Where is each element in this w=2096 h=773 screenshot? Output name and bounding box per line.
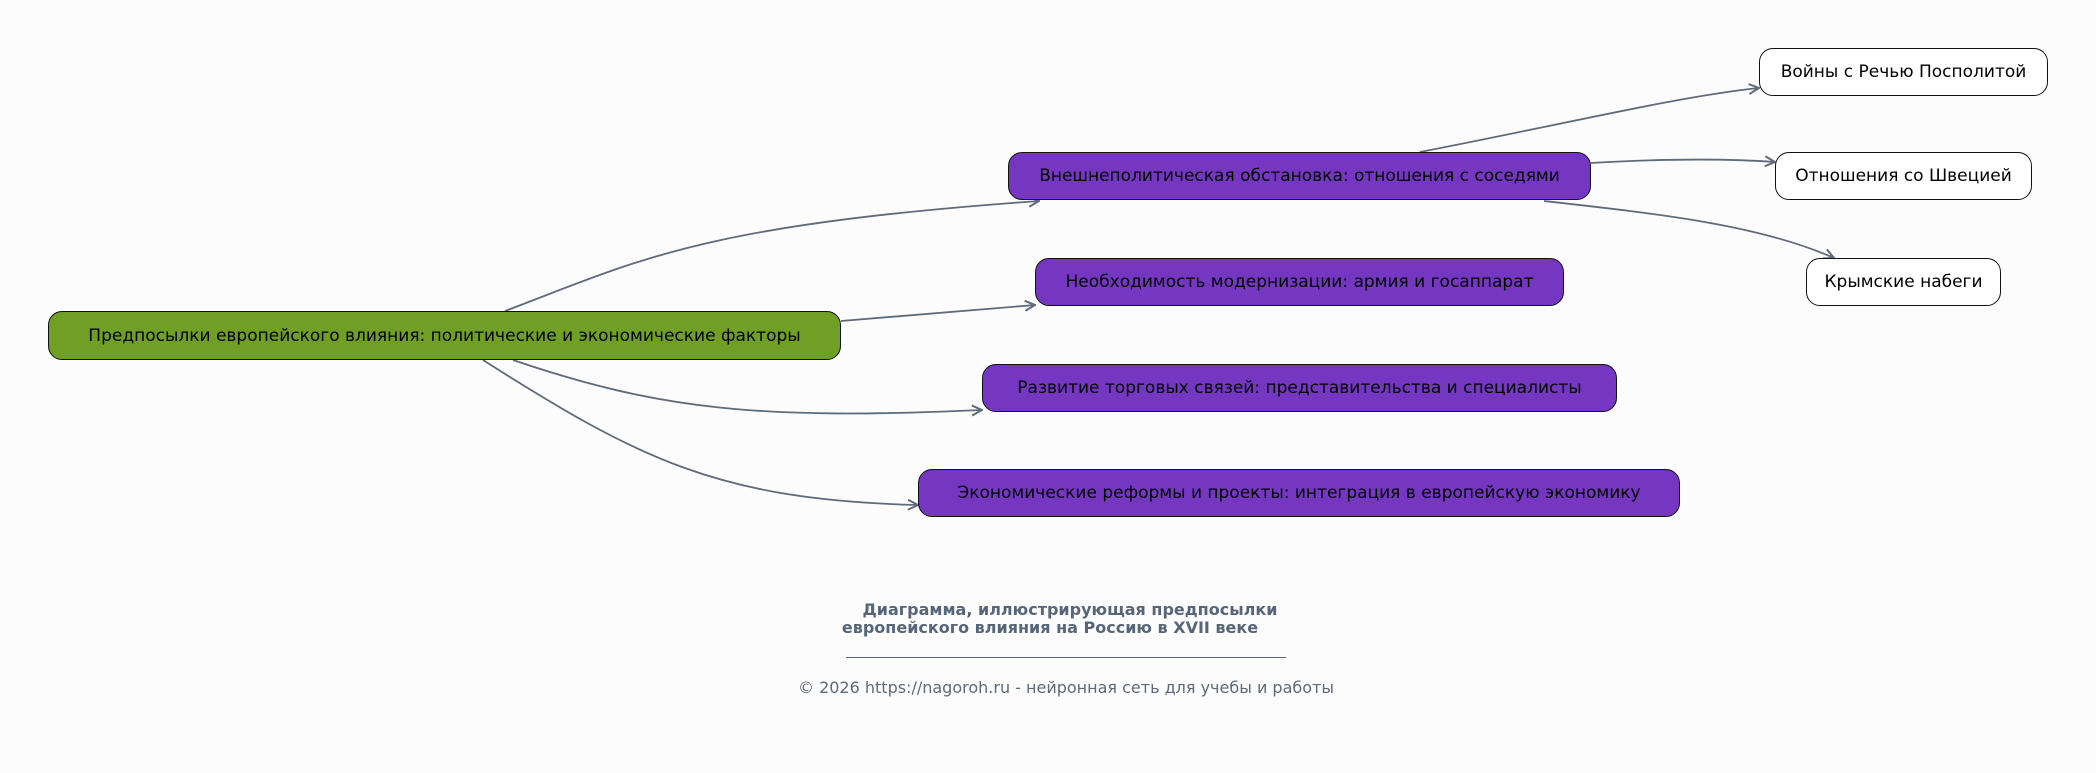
branch-node-modernization[interactable]: Необходимость модернизации: армия и госа… [1035, 258, 1564, 306]
leaf-label: Отношения со Швецией [1795, 166, 2012, 186]
leaf-node-poland-wars[interactable]: Войны с Речью Посполитой [1759, 48, 2048, 96]
caption-line-1: Диаграмма, иллюстрирующая предпосылки [862, 600, 1278, 619]
caption-divider [846, 657, 1286, 658]
leaf-label: Войны с Речью Посполитой [1780, 62, 2027, 82]
caption-line-2: европейского влияния на Россию в XVII ве… [841, 618, 1259, 637]
footer-copyright: © 2026 https://nagoroh.ru - нейронная се… [797, 678, 1334, 697]
edge-branch1-leaf1 [1419, 88, 1759, 153]
leaf-node-sweden[interactable]: Отношения со Швецией [1775, 152, 2032, 200]
branch-node-foreign-policy[interactable]: Внешнеполитическая обстановка: отношения… [1008, 152, 1591, 200]
branch-label: Развитие торговых связей: представительс… [1017, 378, 1582, 398]
root-node[interactable]: Предпосылки европейского влияния: полити… [48, 311, 841, 360]
leaf-label: Крымские набеги [1824, 272, 1983, 292]
edge-root-branch4 [482, 359, 918, 505]
edge-branch1-leaf2 [1590, 159, 1775, 163]
branch-label: Необходимость модернизации: армия и госа… [1065, 272, 1534, 292]
edge-root-branch1 [504, 201, 1039, 312]
branch-node-economic-reforms[interactable]: Экономические реформы и проекты: интегра… [918, 469, 1680, 517]
edge-root-branch2 [840, 305, 1035, 322]
edge-root-branch3 [512, 359, 982, 413]
leaf-node-crimean-raids[interactable]: Крымские набеги [1806, 258, 2001, 306]
branch-node-trade[interactable]: Развитие торговых связей: представительс… [982, 364, 1617, 412]
branch-label: Экономические реформы и проекты: интегра… [957, 483, 1641, 503]
root-node-label: Предпосылки европейского влияния: полити… [88, 325, 801, 346]
edge-branch1-leaf3 [1543, 200, 1834, 258]
branch-label: Внешнеполитическая обстановка: отношения… [1039, 166, 1560, 186]
